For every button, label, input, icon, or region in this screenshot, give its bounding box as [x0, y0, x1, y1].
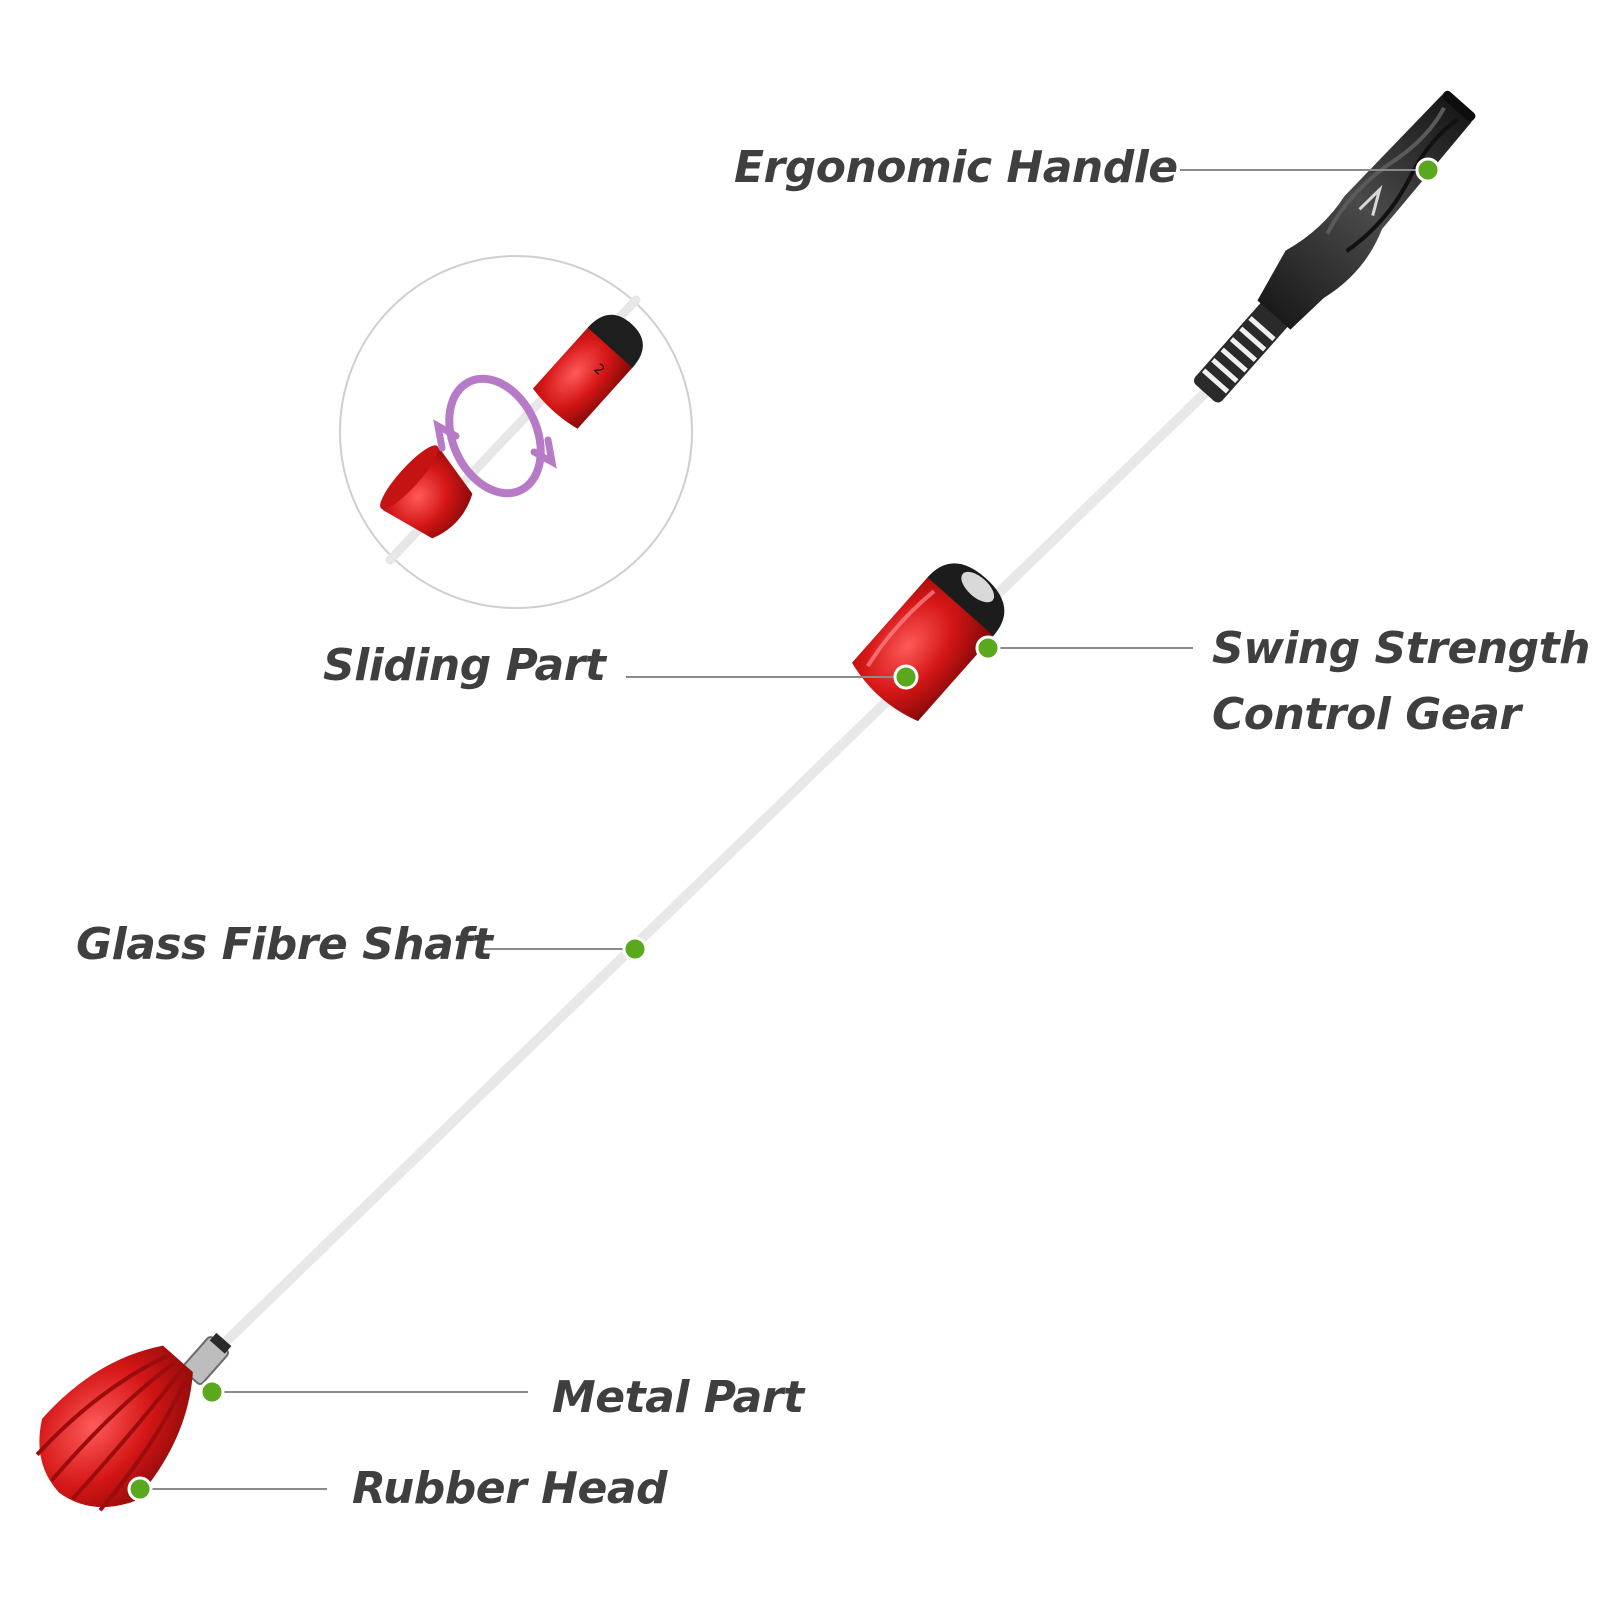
sliding-part	[851, 563, 1005, 722]
marker-dot-sliding	[893, 664, 919, 690]
marker-dots	[127, 157, 1441, 1502]
label-ergonomic-handle: Ergonomic Handle	[734, 142, 1178, 193]
rotate-arrows-icon	[433, 374, 557, 498]
marker-dot-rubber	[127, 1476, 153, 1502]
label-swing-strength-control-gear: Swing Strength Control Gear	[1212, 616, 1591, 748]
marker-dot-shaft	[622, 936, 648, 962]
label-sliding-part: Sliding Part	[323, 640, 606, 691]
marker-dot-handle	[1415, 157, 1441, 183]
rubber-head	[35, 1345, 193, 1512]
label-glass-fibre-shaft: Glass Fibre Shaft	[76, 919, 493, 970]
label-swing-line2: Control Gear	[1212, 689, 1521, 740]
label-metal-part: Metal Part	[552, 1372, 804, 1423]
leader-lines	[140, 169, 1420, 1490]
ergonomic-handle	[1193, 90, 1476, 403]
inset-gear-bottom	[380, 445, 473, 539]
inset-detail: 2	[339, 255, 693, 609]
label-rubber-head: Rubber Head	[352, 1463, 668, 1514]
glass-fibre-shaft	[207, 388, 1210, 1360]
inset-gear-top: 2	[532, 314, 643, 429]
label-swing-line1: Swing Strength	[1212, 623, 1591, 674]
marker-dot-metal	[199, 1379, 225, 1405]
marker-dot-swing	[975, 635, 1001, 661]
